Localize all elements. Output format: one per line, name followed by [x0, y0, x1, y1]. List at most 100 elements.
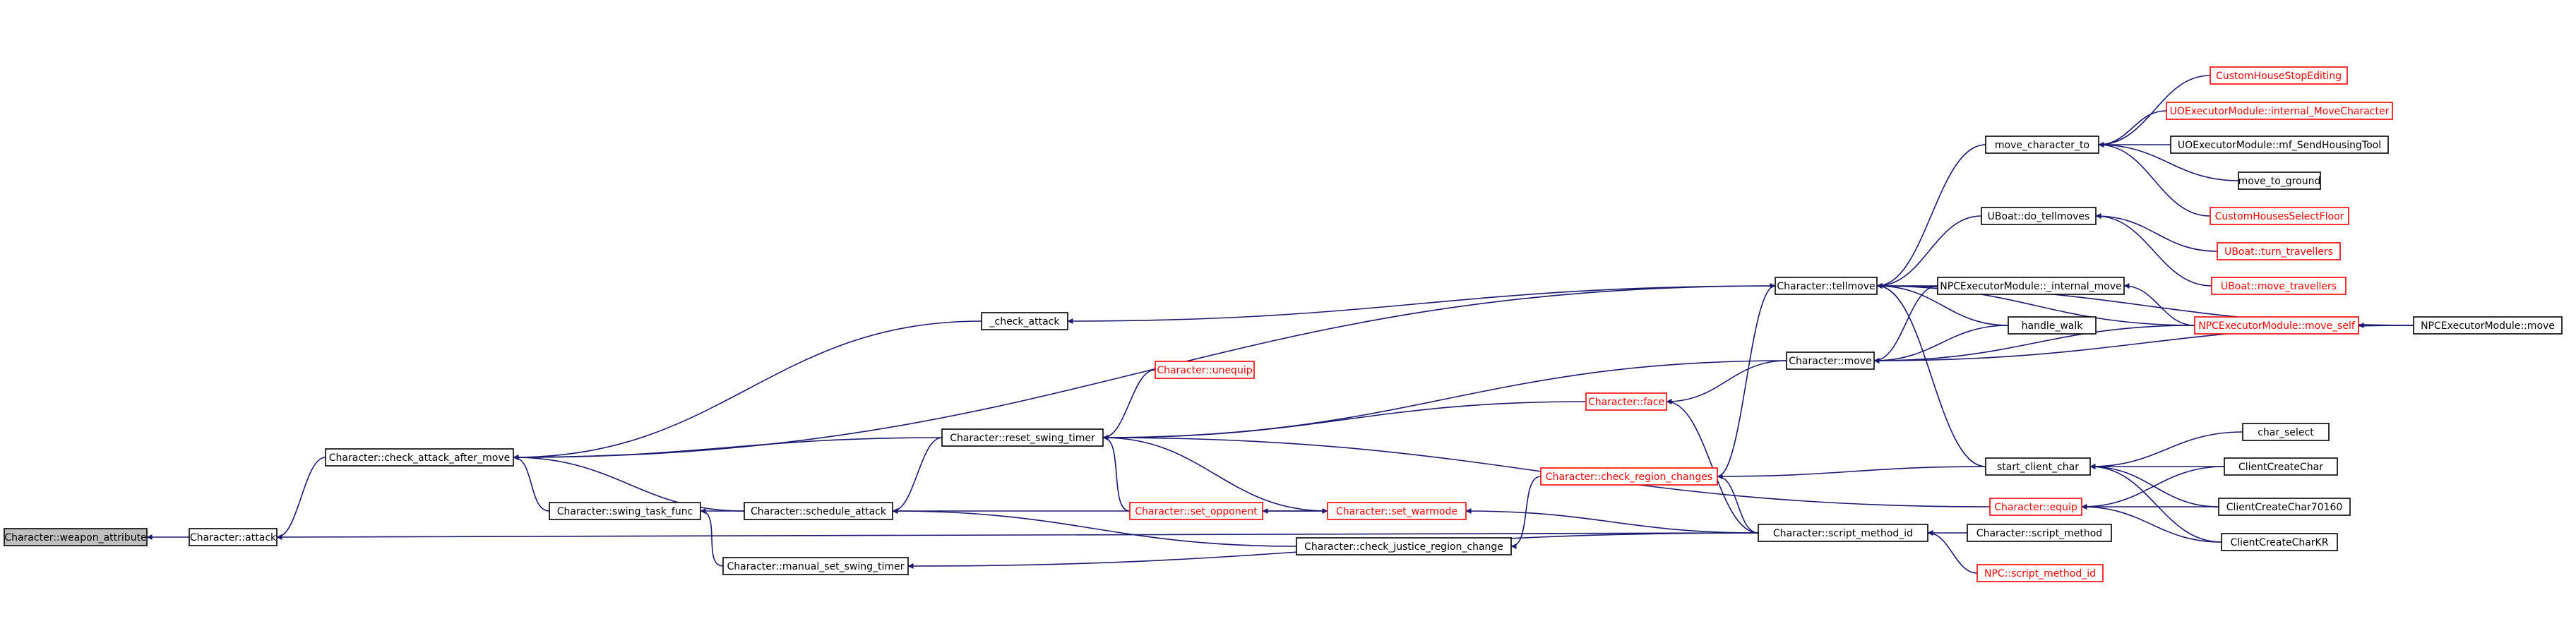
node-box [1981, 207, 2097, 225]
node-attack[interactable]: Character::attack [189, 528, 278, 546]
node-equip[interactable]: Character::equip [1989, 498, 2082, 516]
node-client-create-char[interactable]: ClientCreateChar [2224, 457, 2338, 476]
node-move-character-to[interactable]: move_character_to [1985, 136, 2099, 154]
node-label: Character::reset_swing_timer [950, 433, 1095, 444]
node-handle-walk[interactable]: handle_walk [2008, 316, 2097, 335]
node-npc-move-self[interactable]: NPCExecutorModule::move_self [2194, 316, 2359, 335]
node-set-opponent[interactable]: Character::set_opponent [1129, 502, 1263, 520]
edge-arrow [1876, 215, 1982, 289]
node-move-to-ground[interactable]: move_to_ground [2238, 172, 2321, 190]
edge-npc_move_self-to-move [1873, 325, 2195, 363]
node-box [1296, 537, 1512, 555]
node-label: Character::script_method [1976, 528, 2102, 539]
node-move[interactable]: Character::move [1786, 351, 1875, 370]
edge-do_tellmoves-to-tellmove [1876, 215, 1982, 289]
node-tellmove[interactable]: Character::tellmove [1775, 277, 1878, 295]
node-schedule-attack[interactable]: Character::schedule_attack [744, 502, 893, 520]
node-turn-travellers[interactable]: UBoat::turn_travellers [2217, 242, 2341, 260]
node-npc-internal-move[interactable]: NPCExecutorModule::_internal_move [1937, 277, 2125, 295]
edge-arrow [1102, 401, 1587, 440]
node-box [2170, 136, 2389, 154]
node-uo-internal-move-char[interactable]: UOExecutorModule::internal_MoveCharacter [2166, 102, 2393, 120]
node-box [549, 502, 701, 520]
node-box [2242, 423, 2330, 441]
node-box [1758, 524, 1928, 542]
node-label: Character::manual_set_swing_timer [727, 561, 905, 572]
edge-check_justice_region_change-to-schedule_attack [892, 508, 1297, 547]
node-label: UOExecutorModule::mf_SendHousingTool [2178, 140, 2381, 151]
node-client-create-char-kr[interactable]: ClientCreateCharKR [2221, 533, 2338, 551]
node-box [2218, 498, 2351, 516]
node-unequip[interactable]: Character::unequip [1155, 361, 1255, 379]
node-label: UBoat::turn_travellers [2224, 246, 2333, 258]
node-chs-select-floor[interactable]: CustomHousesSelectFloor [2210, 207, 2349, 225]
node-move-travellers[interactable]: UBoat::move_travellers [2211, 277, 2347, 295]
node-label: Character::check_region_changes [1546, 471, 1712, 483]
edge-uo_internal_move_char-to-move_character_to [2098, 110, 2167, 148]
edge-handle_walk-to-tellmove [1876, 283, 2009, 326]
edge-unequip-to-reset_swing_timer [1102, 369, 1156, 440]
edge-arrow [1927, 530, 1978, 574]
edge-arrow [1717, 283, 1776, 477]
edge-set_opponent-to-reset_swing_timer [1102, 435, 1131, 512]
edge-npc_move_self-to-npc_internal_move [2123, 283, 2195, 326]
node-manual-set-swing-timer[interactable]: Character::manual_set_swing_timer [722, 557, 909, 575]
edge-arrow [513, 455, 550, 512]
node-face[interactable]: Character::face [1585, 392, 1667, 411]
node-do-tellmoves[interactable]: UBoat::do_tellmoves [1981, 207, 2097, 225]
node-label: ClientCreateChar [2238, 462, 2323, 473]
node-label: move_character_to [1995, 140, 2089, 151]
node-check-region-changes[interactable]: Character::check_region_changes [1540, 467, 1718, 486]
edge-arrow [1873, 325, 2195, 363]
node-swing-task-func[interactable]: Character::swing_task_func [549, 502, 701, 520]
node-box [1985, 136, 2099, 154]
edge-client_create_char_70160-to-start_client_char [2089, 464, 2219, 507]
node-check-justice-region-change[interactable]: Character::check_justice_region_change [1296, 537, 1512, 555]
node-label: ClientCreateChar70160 [2226, 502, 2343, 513]
edge-arrow [1876, 144, 1986, 289]
edge-move_character_to-to-tellmove [1876, 144, 1986, 289]
node-box [2221, 533, 2338, 551]
node-chs-stop-editing[interactable]: CustomHouseStopEditing [2210, 66, 2348, 85]
node-check-attack-after-move[interactable]: Character::check_attack_after_move [325, 448, 514, 467]
edge-char_select-to-start_client_char [2089, 431, 2243, 469]
node-uo-send-housing-tool[interactable]: UOExecutorModule::mf_SendHousingTool [2170, 136, 2389, 154]
edge-arrow [2095, 213, 2218, 252]
node-label: Character::equip [1994, 502, 2077, 513]
edge-turn_travellers-to-do_tellmoves [2095, 213, 2218, 252]
edge-arrow [1873, 325, 2009, 363]
edge-arrow [1666, 399, 1759, 534]
edge-arrow [1510, 476, 1542, 549]
edge-npc_internal_move-to-move [1873, 285, 1938, 363]
node-npc-script-method-id[interactable]: NPC::script_method_id [1976, 564, 2104, 582]
edge-set_warmode-to-reset_swing_timer [1102, 435, 1328, 512]
node-box [1967, 524, 2112, 542]
node-script-method-id[interactable]: Character::script_method_id [1758, 524, 1928, 542]
node-client-create-char-70160[interactable]: ClientCreateChar70160 [2218, 498, 2351, 516]
node-script-method[interactable]: Character::script_method [1967, 524, 2112, 542]
node-start-client-char[interactable]: start_client_char [1985, 457, 2091, 476]
node-set-warmode[interactable]: Character::set_warmode [1327, 502, 1467, 520]
node-label: Character::script_method_id [1773, 528, 1913, 539]
edge-script_method_id-to-check_region_changes [1717, 474, 1759, 534]
edge-_check_attack-to-check_attack_after_move [513, 320, 982, 460]
node-label: Character::unequip [1157, 365, 1252, 376]
node--check-attack[interactable]: _check_attack [981, 312, 1068, 330]
edge-arrow [276, 457, 326, 540]
node-label: move_to_ground [2238, 176, 2321, 187]
edge-arrow [2098, 110, 2167, 148]
node-char-select[interactable]: char_select [2242, 423, 2330, 441]
node-label: Character::attack [190, 532, 277, 543]
node-box [981, 312, 1068, 330]
node-npc-move[interactable]: NPCExecutorModule::move [2413, 316, 2563, 335]
edge-move_to_ground-to-move_character_to [2098, 142, 2239, 181]
edge-arrow [2089, 431, 2243, 469]
node-label: Character::move [1789, 356, 1871, 367]
edge-check_attack_after_move-to-attack [276, 457, 326, 540]
edge-client_create_char_kr-to-equip [2081, 504, 2222, 543]
edge-arrow [276, 532, 1759, 540]
edges-layer [146, 75, 2414, 574]
edge-arrow [1465, 508, 1759, 534]
node-reset-swing-timer[interactable]: Character::reset_swing_timer [941, 428, 1104, 447]
node-box [325, 448, 514, 467]
